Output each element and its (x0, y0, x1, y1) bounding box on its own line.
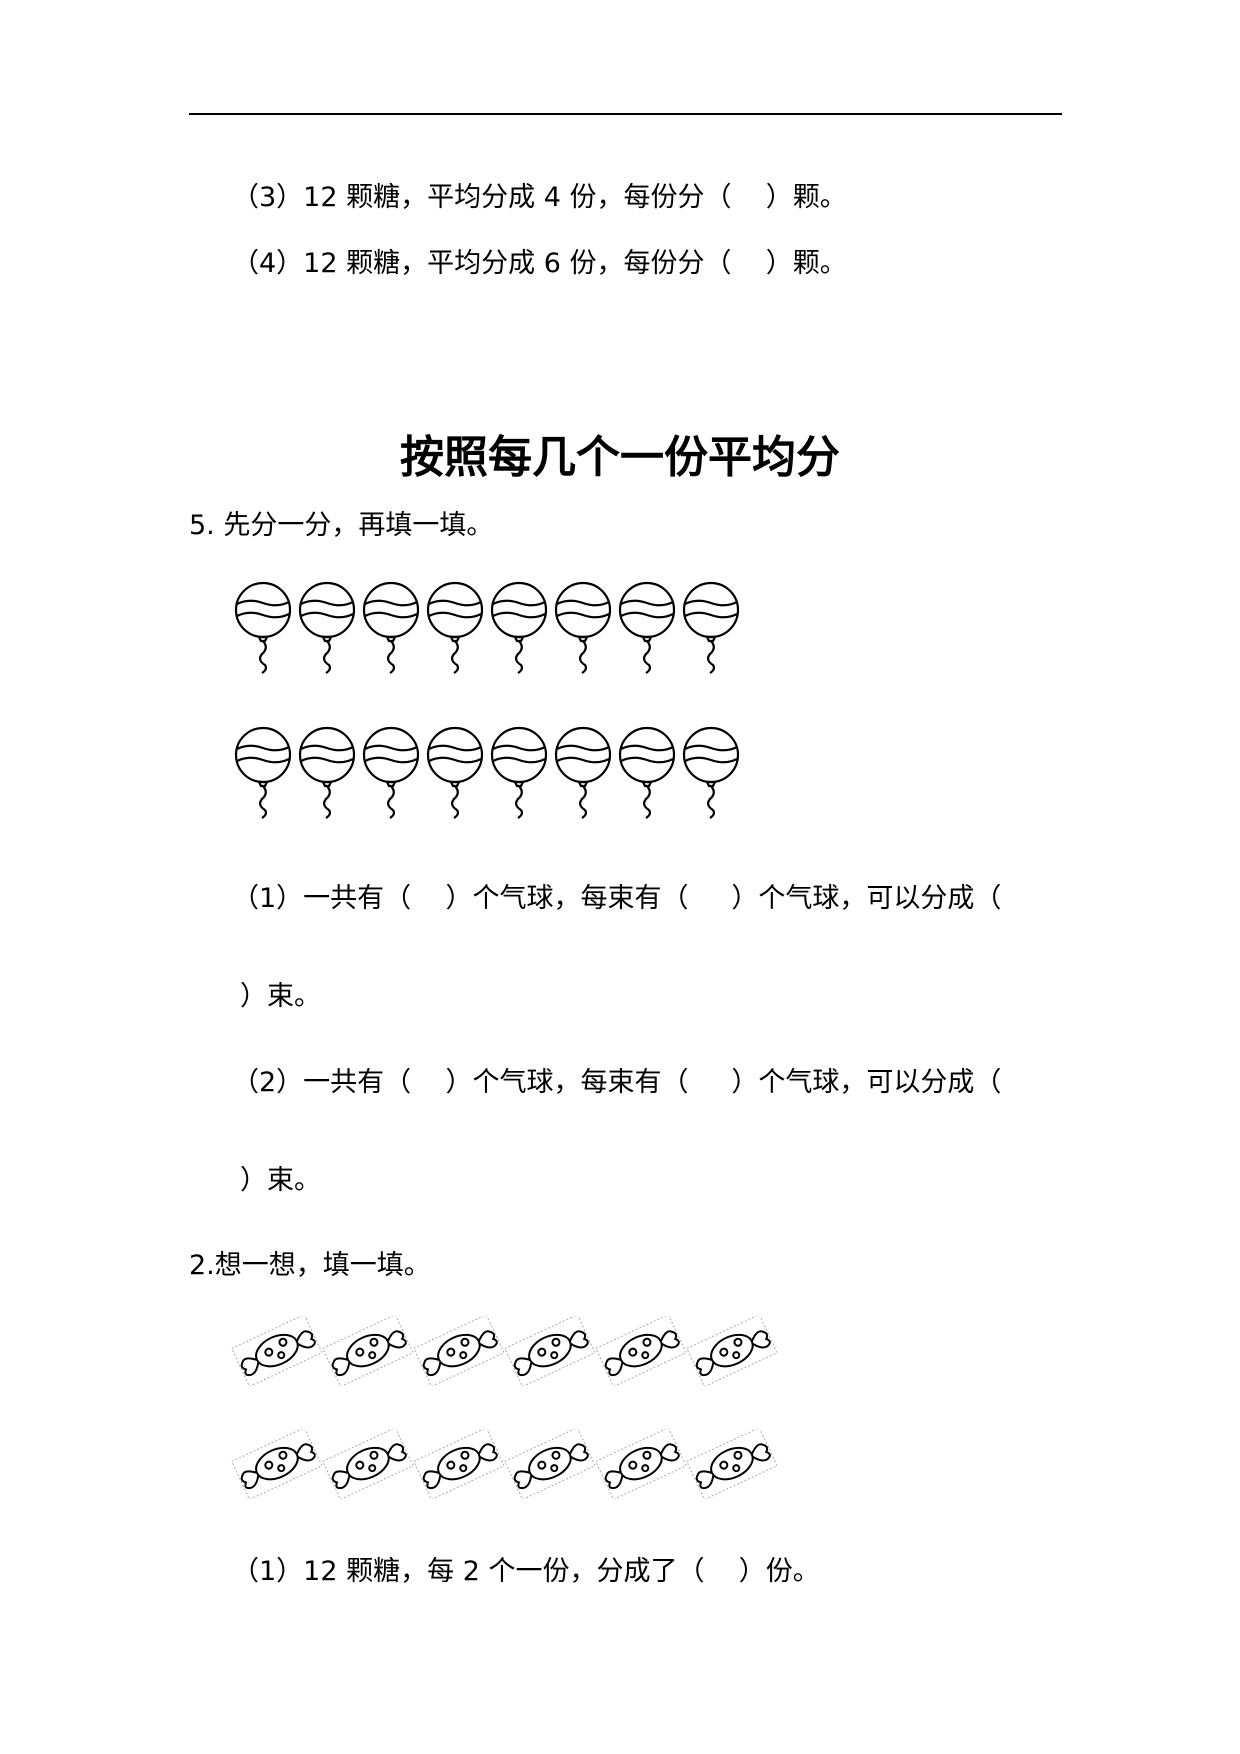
q5-item-2-line2: ）束。 (240, 1165, 321, 1196)
balloon-icon (487, 580, 551, 676)
balloon-icon (615, 725, 679, 821)
balloon-icon (423, 725, 487, 821)
balloon-icon (487, 725, 551, 821)
candy-icon (504, 1426, 596, 1501)
candy-icon (504, 1313, 596, 1388)
question-4: （4）12 颗糖，平均分成 6 份，每份分（ ）颗。 (232, 248, 847, 279)
candy-icon (322, 1313, 414, 1388)
candy-icon (595, 1426, 687, 1501)
candy-icon (231, 1313, 323, 1388)
question-3: （3）12 颗糖，平均分成 4 份，每份分（ ）颗。 (232, 182, 847, 213)
balloon-icon (359, 725, 423, 821)
balloon-icon (679, 725, 743, 821)
balloon-icon (679, 580, 743, 676)
candy-icon (686, 1313, 778, 1388)
balloon-row-2 (231, 725, 743, 821)
balloon-icon (231, 580, 295, 676)
candy-row-2 (231, 1426, 778, 1501)
balloon-icon (295, 580, 359, 676)
candy-icon (413, 1313, 505, 1388)
q5-item-2-line1: （2）一共有（ ）个气球，每束有（ ）个气球，可以分成（ (232, 1067, 1002, 1098)
balloon-icon (615, 580, 679, 676)
q5-item-1-line2: ）束。 (240, 981, 321, 1012)
balloon-row-1 (231, 580, 743, 676)
balloon-icon (359, 580, 423, 676)
balloon-icon (551, 725, 615, 821)
q2-heading: 2.想一想，填一填。 (189, 1250, 431, 1281)
candy-icon (231, 1426, 323, 1501)
section-title: 按照每几个一份平均分 (400, 432, 840, 483)
candy-row-1 (231, 1313, 778, 1388)
q2-item-1: （1）12 颗糖，每 2 个一份，分成了（ ）份。 (232, 1556, 820, 1587)
candy-icon (413, 1426, 505, 1501)
balloon-icon (423, 580, 487, 676)
top-rule (189, 113, 1062, 115)
candy-icon (322, 1426, 414, 1501)
balloon-icon (551, 580, 615, 676)
q5-heading: 5. 先分一分，再填一填。 (189, 510, 494, 541)
balloon-icon (295, 725, 359, 821)
candy-icon (686, 1426, 778, 1501)
q5-item-1-line1: （1）一共有（ ）个气球，每束有（ ）个气球，可以分成（ (232, 883, 1002, 914)
candy-icon (595, 1313, 687, 1388)
balloon-icon (231, 725, 295, 821)
